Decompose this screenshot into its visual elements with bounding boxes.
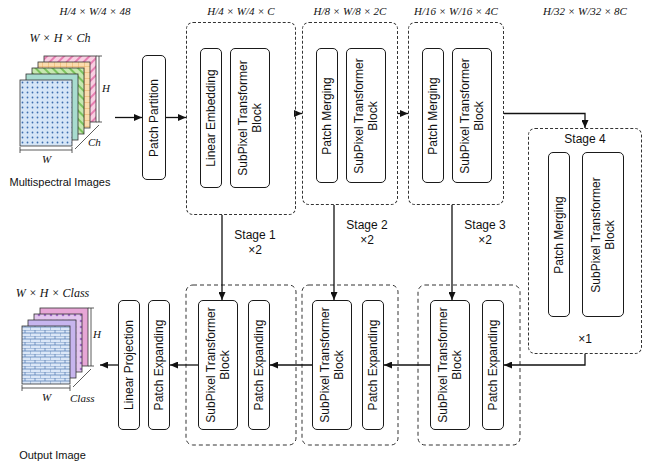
box-label: Patch Expanding [366,306,380,424]
flow-arrow [451,205,452,300]
process-box: Patch Expanding [362,300,384,430]
axis-label: Ch [88,136,101,149]
process-box: Patch Merging [548,152,570,317]
process-box: Patch Expanding [248,300,270,430]
stage-group: Stage 4 ×1 Patch Merging SubPixel Transform… [528,128,642,354]
process-box: SubPixel Transformer Block [312,300,352,430]
stage-label: ×1 [529,332,641,346]
image-figure: W × H × ClassOutput Image [5,285,100,463]
box-label: Patch Expanding [486,306,500,424]
image-caption: Output Image [5,448,100,462]
image-caption: W × H × Class [5,286,100,300]
stage-label: Stage 1 ×2 [231,228,279,258]
dimension-line [22,385,70,391]
stage-label: Stage 2 ×2 [343,218,391,248]
stage-label: Stage 4 [529,132,641,146]
process-box: Patch Expanding [482,300,504,430]
box-label: Patch Merging [320,54,334,177]
axis-label: W [42,391,51,404]
box-label: SubPixel Transformer Block [589,172,617,297]
process-box: SubPixel Transformer Block [430,300,470,430]
dimension-label: H/8 × W/8 × 2C [295,4,405,18]
stage-group: Stage 1 ×2Linear EmbeddingSubPixel Trans… [186,22,296,215]
stage-group: Stage 2 ×2Patch MergingSubPixel Transfor… [302,22,398,205]
image-caption: Multispectral Images [5,175,115,189]
image-layer [22,326,70,384]
axis-label: H [102,82,110,95]
dimension-label: H/16 × W/16 × 4C [401,4,511,18]
flow-arrow [504,114,585,129]
process-box: SubPixel Transformer Block [452,48,492,183]
box-label: SubPixel Transformer Block [458,54,486,177]
box-label: SubPixel Transformer Block [436,306,464,424]
process-box: Linear Projection [118,300,140,430]
stage-group: Stage 3 ×2Patch MergingSubPixel Transfor… [408,22,504,205]
box-label: Linear Projection [122,306,136,424]
box-label: Patch Partition [147,61,161,174]
box-label: Patch Merging [426,54,440,177]
flow-arrow [504,354,585,365]
box-label: Patch Merging [552,172,566,297]
process-box: Patch Partition [142,55,166,180]
process-box: SubPixel Transformer Block [346,48,386,183]
flow-arrow [270,364,312,365]
process-box: Linear Embedding [200,48,222,188]
box-label: SubPixel Transformer Block [236,56,264,181]
stage-label: Stage 3 ×2 [461,218,509,248]
dimension-line [20,147,72,153]
process-box: Patch Merging [316,48,338,183]
box-label: Patch Expanding [252,306,266,424]
box-label: SubPixel Transformer Block [204,306,232,424]
axis-label: W [42,153,51,166]
box-label: SubPixel Transformer Block [352,54,380,177]
dimension-label: H/4 × W/4 × C [186,4,296,18]
flow-arrow [166,117,186,118]
axis-label: H [93,328,101,341]
process-box: Patch Merging [422,48,444,183]
dimension-line [73,369,91,387]
box-label: Patch Expanding [152,306,166,424]
image-layer [20,80,72,146]
flow-arrow [221,215,222,300]
box-label: Linear Embedding [204,56,218,181]
process-box: SubPixel Transformer Block [582,152,624,317]
flow-arrow [100,364,118,365]
decoder-frame [302,285,398,445]
flow-arrow [170,364,198,365]
image-caption: W × H × Ch [5,31,115,45]
image-figure: W × H × Ch Multispectral Images [5,30,115,190]
process-box: SubPixel Transformer Block [230,48,270,188]
flow-arrow [384,364,430,365]
axis-label: Class [70,392,94,405]
dimension-line [96,56,102,122]
process-box: SubPixel Transformer Block [198,300,238,430]
process-box: Patch Expanding [148,300,170,430]
flow-arrow [333,205,334,300]
flow-arrow [398,113,408,114]
flow-arrow [115,117,142,118]
dimension-label: H/32 × W/32 × 8C [530,4,640,18]
dimension-label: H/4 × W/4 × 48 [40,4,150,18]
box-label: SubPixel Transformer Block [318,306,346,424]
